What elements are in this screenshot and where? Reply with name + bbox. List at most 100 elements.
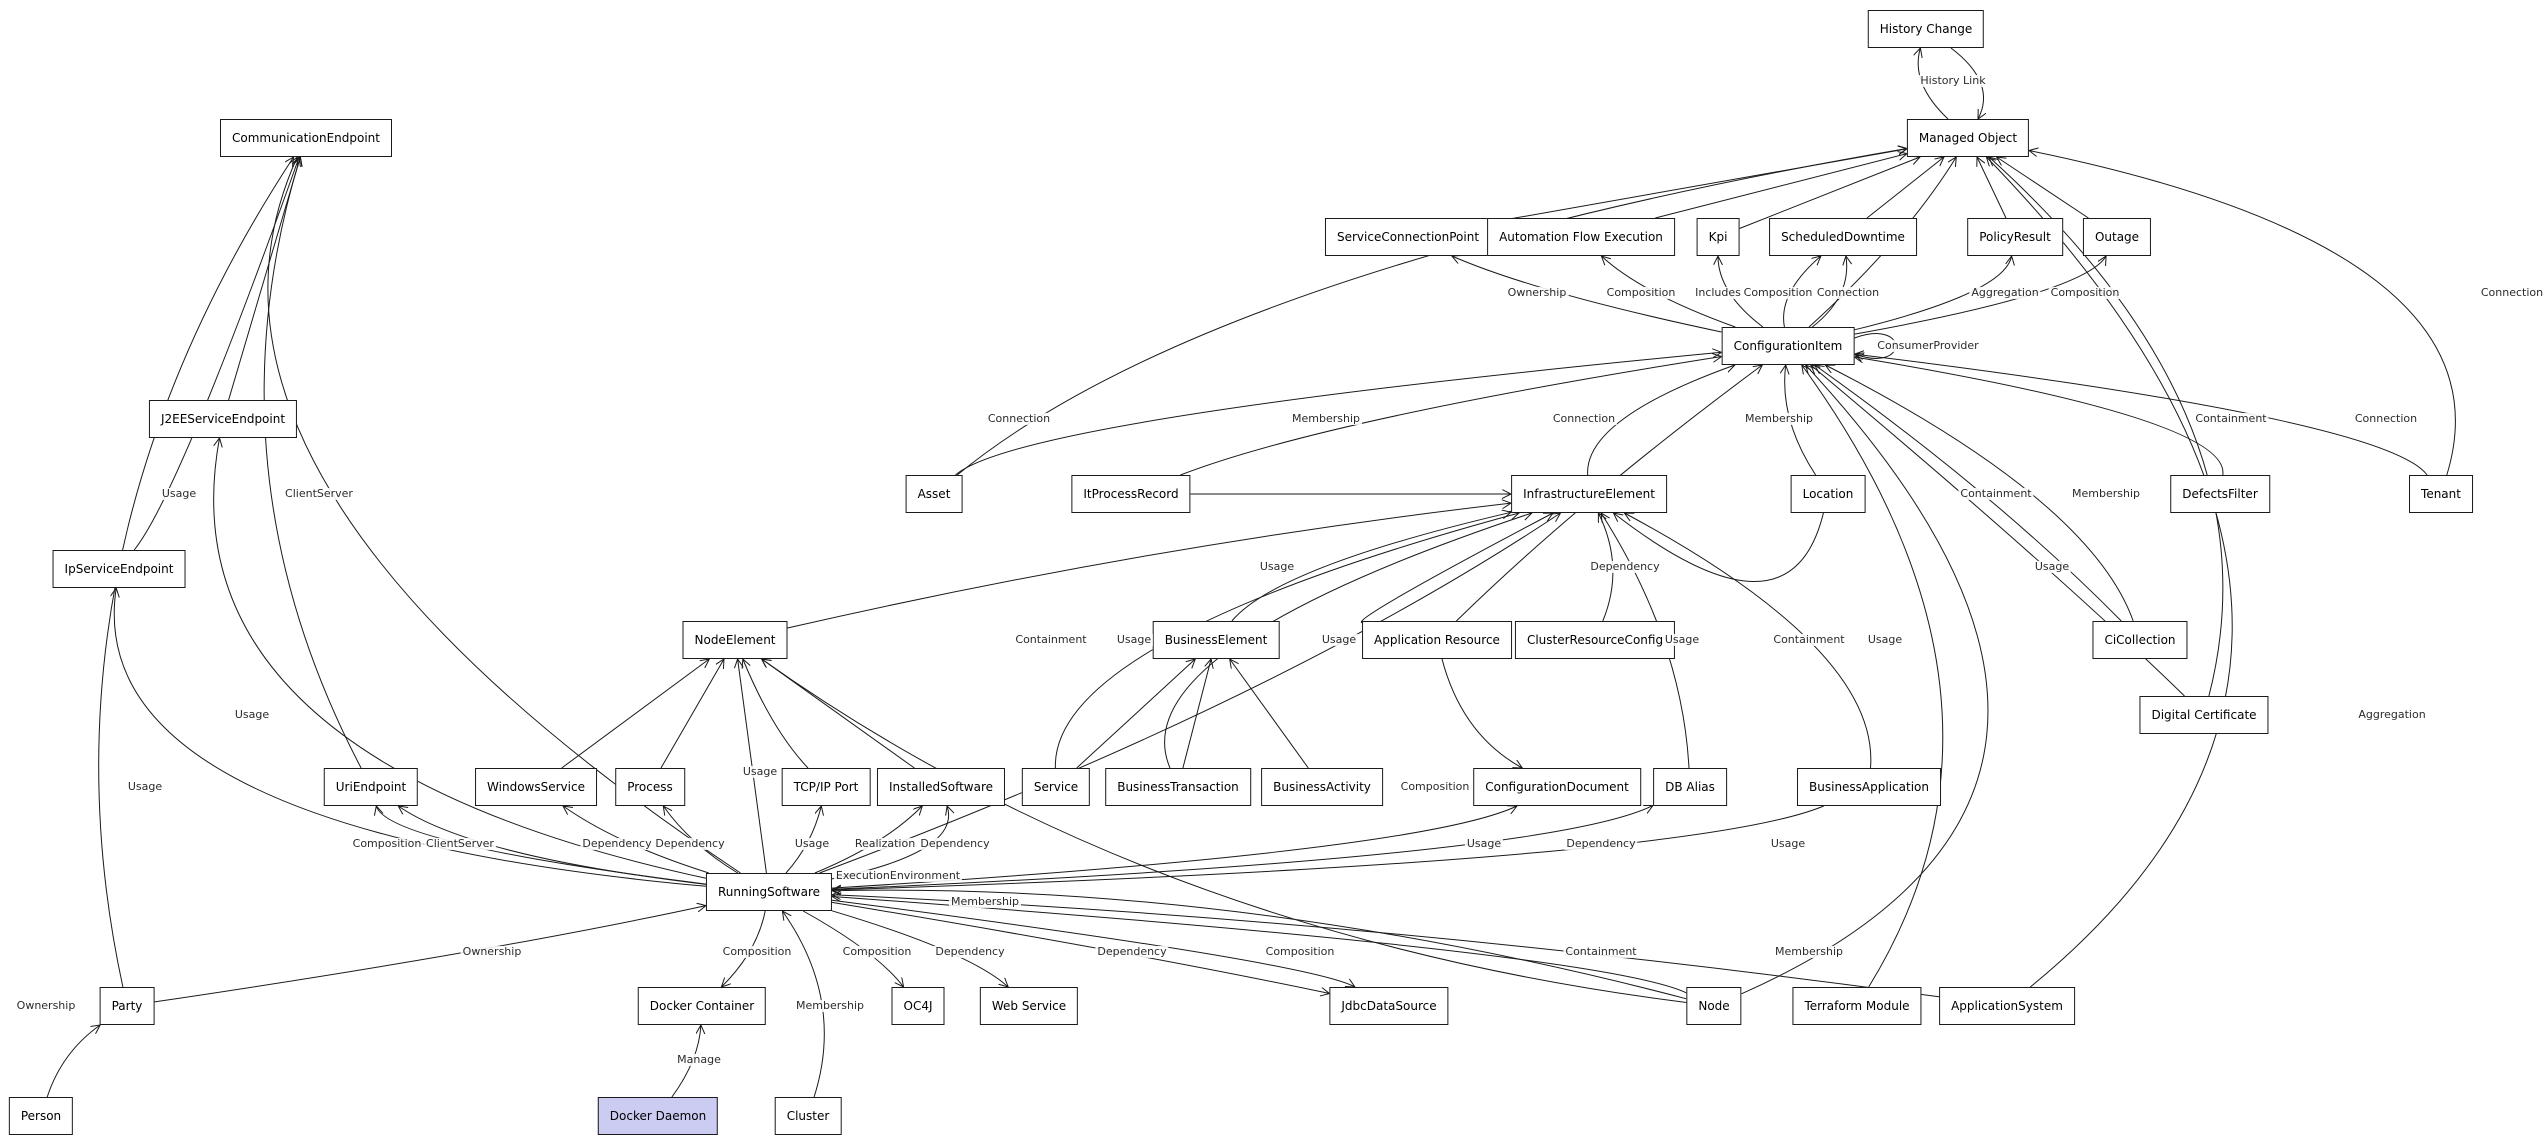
- edge-label: Usage: [1319, 632, 1359, 647]
- edge-label: Dependency: [580, 836, 654, 851]
- edge-asset-configuration-item: [955, 352, 1722, 476]
- node-docker-daemon[interactable]: Docker Daemon: [597, 1097, 719, 1135]
- edge-label: Ownership: [1505, 285, 1569, 300]
- edge-label: Membership: [1773, 944, 1845, 959]
- edge-label: Dependency: [933, 944, 1007, 959]
- edge-running-software-db-alias: [831, 806, 1653, 890]
- edge-label: ExecutionEnvironment: [833, 868, 963, 883]
- node-outage[interactable]: Outage: [2082, 218, 2152, 256]
- node-db-alias[interactable]: DB Alias: [1653, 768, 1727, 806]
- node-policy-result[interactable]: PolicyResult: [1967, 218, 2063, 256]
- edge-running-software-infrastructure-element: [819, 513, 1561, 874]
- node-communication-endpoint[interactable]: CommunicationEndpoint: [220, 119, 392, 157]
- edge-party-running-software: [154, 906, 707, 1003]
- edge-label: ClientServer: [283, 486, 355, 501]
- node-infrastructure-element[interactable]: InfrastructureElement: [1511, 475, 1667, 513]
- edge-label: Usage: [1662, 632, 1702, 647]
- node-configuration-item[interactable]: ConfigurationItem: [1721, 327, 1855, 365]
- node-party[interactable]: Party: [99, 987, 155, 1025]
- edge-business-transaction-business-element: [1182, 659, 1211, 769]
- edge-windows-service-node-element: [561, 659, 710, 769]
- node-business-element[interactable]: BusinessElement: [1152, 621, 1280, 659]
- node-kpi[interactable]: Kpi: [1696, 218, 1740, 256]
- node-location[interactable]: Location: [1790, 475, 1866, 513]
- node-it-process-record[interactable]: ItProcessRecord: [1071, 475, 1191, 513]
- node-installed-software[interactable]: InstalledSoftware: [876, 768, 1006, 806]
- node-defects-filter[interactable]: DefectsFilter: [2170, 475, 2270, 513]
- node-cluster[interactable]: Cluster: [774, 1097, 842, 1135]
- node-configuration-document[interactable]: ConfigurationDocument: [1473, 768, 1641, 806]
- edge-label: Usage: [1257, 559, 1297, 574]
- edge-label: ConsumerProvider: [1875, 338, 1981, 353]
- node-node[interactable]: Node: [1686, 987, 1742, 1025]
- node-process[interactable]: Process: [615, 768, 685, 806]
- node-docker-container[interactable]: Docker Container: [637, 987, 767, 1025]
- node-business-activity[interactable]: BusinessActivity: [1261, 768, 1383, 806]
- edge-digital-certificate-configuration-item: [1811, 365, 2185, 697]
- edge-business-application-running-software: [832, 805, 1824, 890]
- edge-label: Usage: [1865, 632, 1905, 647]
- edge-label: Composition: [1398, 779, 1472, 794]
- node-uri-endpoint[interactable]: UriEndpoint: [323, 768, 419, 806]
- edge-label: Dependency: [918, 836, 992, 851]
- edge-tcpip-port-node-element: [743, 659, 809, 769]
- node-node-element[interactable]: NodeElement: [682, 621, 788, 659]
- edge-label: Dependency: [1095, 944, 1169, 959]
- edge-label: Usage: [1768, 836, 1808, 851]
- edge-label: Usage: [1114, 632, 1154, 647]
- edge-label: Connection: [2478, 285, 2546, 300]
- edge-terraform-module-configuration-item: [1802, 365, 1944, 988]
- edge-digital-certificate-managed-object: [1989, 157, 2224, 697]
- node-application-resource[interactable]: Application Resource: [1362, 621, 1512, 659]
- edge-label: History Link: [1918, 73, 1988, 88]
- edge-scheduled-downtime-managed-object: [1866, 157, 1944, 219]
- edge-process-node-element: [660, 659, 724, 769]
- node-service-connection-point[interactable]: ServiceConnectionPoint: [1324, 218, 1492, 256]
- node-terraform-module[interactable]: Terraform Module: [1792, 987, 1922, 1025]
- edge-label: Ownership: [460, 944, 524, 959]
- edge-person-party: [46, 1025, 100, 1098]
- node-tenant[interactable]: Tenant: [2409, 475, 2473, 513]
- edge-business-activity-business-element: [1230, 659, 1309, 769]
- node-asset[interactable]: Asset: [905, 475, 963, 513]
- node-web-service[interactable]: Web Service: [979, 987, 1079, 1025]
- edge-application-resource-configuration-document: [1441, 658, 1522, 768]
- edge-ci-collection-configuration-item: [1825, 365, 2134, 622]
- node-ip-service-endpoint[interactable]: IpServiceEndpoint: [52, 550, 186, 588]
- edge-running-software-jdbc-data-source: [831, 899, 1355, 987]
- edge-label: Containment: [1958, 486, 2034, 501]
- node-automation-flow-execution[interactable]: Automation Flow Execution: [1487, 218, 1675, 256]
- edge-label: Usage: [2032, 559, 2072, 574]
- node-oc4j[interactable]: OC4J: [891, 987, 945, 1025]
- node-person[interactable]: Person: [8, 1097, 74, 1135]
- edge-node-running-software: [832, 890, 1687, 1000]
- node-managed-object[interactable]: Managed Object: [1906, 119, 2030, 157]
- edge-infrastructure-element-configuration-item: [1587, 365, 1735, 476]
- node-history-change[interactable]: History Change: [1867, 10, 1985, 48]
- edge-label: Composition: [720, 944, 794, 959]
- edge-running-software-configuration-document: [831, 806, 1517, 889]
- node-application-system[interactable]: ApplicationSystem: [1939, 987, 2075, 1025]
- node-ci-collection[interactable]: CiCollection: [2092, 621, 2188, 659]
- edge-uri-endpoint-communication-endpoint: [263, 157, 362, 769]
- node-business-application[interactable]: BusinessApplication: [1797, 768, 1941, 806]
- edge-label: Usage: [792, 836, 832, 851]
- node-cluster-resource-config[interactable]: ClusterResourceConfig: [1514, 621, 1676, 659]
- edge-label: Realization: [852, 836, 918, 851]
- edge-label: Membership: [1290, 411, 1362, 426]
- node-scheduled-downtime[interactable]: ScheduledDowntime: [1769, 218, 1917, 256]
- node-service[interactable]: Service: [1021, 768, 1091, 806]
- edge-label: Membership: [949, 894, 1021, 909]
- node-j2ee-service-endpoint[interactable]: J2EEServiceEndpoint: [148, 400, 298, 438]
- node-running-software[interactable]: RunningSoftware: [705, 873, 833, 911]
- node-windows-service[interactable]: WindowsService: [475, 768, 597, 806]
- node-tcpip-port[interactable]: TCP/IP Port: [781, 768, 871, 806]
- edge-label: Usage: [159, 486, 199, 501]
- node-business-transaction[interactable]: BusinessTransaction: [1105, 768, 1251, 806]
- node-jdbc-data-source[interactable]: JdbcDataSource: [1329, 987, 1449, 1025]
- edge-node-running-software: [832, 897, 1687, 994]
- edge-label: Composition: [1604, 285, 1678, 300]
- node-digital-certificate[interactable]: Digital Certificate: [2139, 696, 2269, 734]
- edge-label: Usage: [125, 779, 165, 794]
- edge-label: Includes: [1693, 285, 1743, 300]
